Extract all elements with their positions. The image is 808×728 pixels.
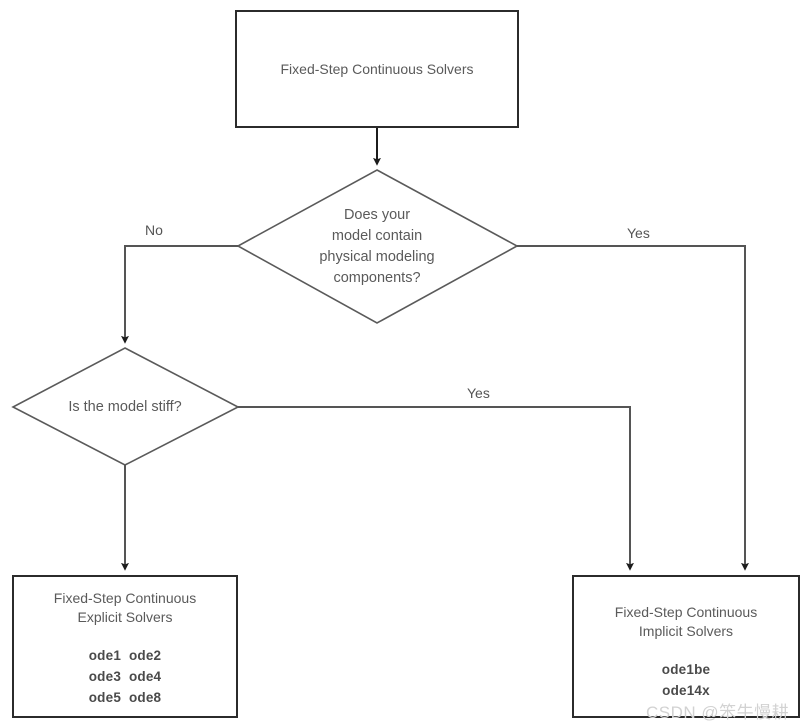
csdn-watermark: CSDN @笨牛慢耕 bbox=[646, 703, 790, 722]
decision-physical-modeling-shape bbox=[236, 169, 519, 324]
node-fixed-step-continuous-explicit-solvers[interactable]: Fixed-Step Continuous Explicit Solvers o… bbox=[12, 575, 238, 718]
implicit-title-line-1: Fixed-Step Continuous bbox=[614, 604, 758, 620]
explicit-solver-list: ode1 ode2 ode3 ode4 ode5 ode8 bbox=[89, 645, 162, 708]
decision-physical-line-4: components? bbox=[333, 270, 421, 286]
explicit-solver-row-3: ode5 ode8 bbox=[88, 690, 162, 705]
edge-yes-to-implicit bbox=[517, 245, 749, 571]
node-fixed-step-continuous-solvers[interactable]: Fixed-Step Continuous Solvers bbox=[235, 10, 519, 128]
implicit-solver-list: ode1be ode14x bbox=[662, 659, 710, 701]
decision-stiff-line-1: Is the model stiff? bbox=[68, 398, 182, 415]
decision-physical-modeling-label: Does your model contain physical modelin… bbox=[257, 198, 497, 296]
edge-no-to-stiff bbox=[121, 245, 238, 344]
implicit-title-line-2: Implicit Solvers bbox=[638, 623, 734, 639]
implicit-solver-row-2: ode14x bbox=[662, 683, 710, 698]
edge-label-yes-physical: Yes bbox=[627, 225, 650, 241]
decision-model-stiff-label: Is the model stiff? bbox=[30, 396, 220, 418]
decision-physical-line-3: physical modeling bbox=[319, 249, 435, 265]
explicit-title-line-2: Explicit Solvers bbox=[77, 609, 173, 625]
decision-model-stiff-shape bbox=[11, 347, 240, 466]
node-start-label: Fixed-Step Continuous Solvers bbox=[280, 60, 474, 77]
edge-label-no: No bbox=[145, 222, 163, 238]
edge-label-yes-stiff: Yes bbox=[467, 385, 490, 401]
explicit-solver-row-2: ode3 ode4 bbox=[88, 669, 162, 684]
implicit-solver-row-1: ode1be bbox=[661, 662, 711, 677]
explicit-solver-row-1: ode1 ode2 bbox=[88, 648, 162, 663]
edge-stiff-yes-to-implicit bbox=[238, 406, 634, 571]
explicit-title-line-1: Fixed-Step Continuous bbox=[53, 590, 197, 606]
decision-physical-line-2: model contain bbox=[331, 228, 423, 244]
node-fixed-step-continuous-implicit-solvers[interactable]: Fixed-Step Continuous Implicit Solvers o… bbox=[572, 575, 800, 718]
decision-physical-line-1: Does your bbox=[343, 207, 411, 223]
